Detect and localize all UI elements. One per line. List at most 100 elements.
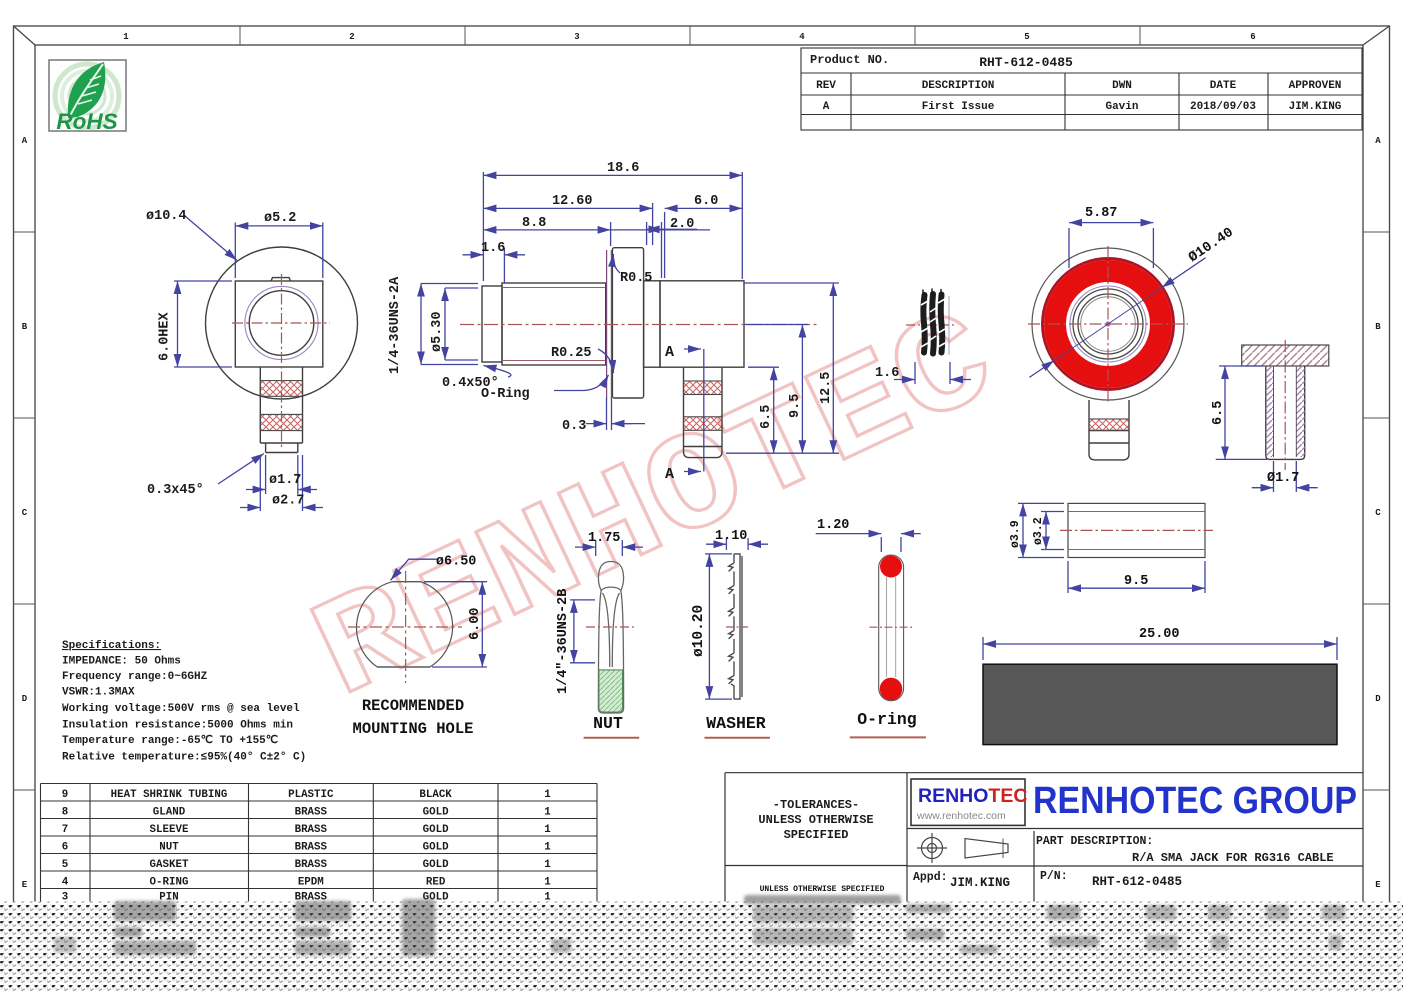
svg-text:Product NO.: Product NO. [810,53,889,67]
svg-text:1: 1 [544,859,551,871]
svg-text:1: 1 [544,877,551,889]
svg-text:6.0: 6.0 [694,194,718,209]
svg-text:JIM.KING: JIM.KING [1289,101,1342,113]
svg-text:5: 5 [62,859,68,871]
svg-text:Ø1.7: Ø1.7 [1267,471,1299,486]
svg-text:JIM.KING: JIM.KING [950,876,1010,890]
svg-text:0.4x50°: 0.4x50° [442,376,499,391]
svg-text:1: 1 [544,842,551,854]
svg-text:3: 3 [62,892,68,904]
svg-text:Frequency range:0~6GHZ: Frequency range:0~6GHZ [62,671,208,683]
svg-text:6: 6 [62,842,68,854]
svg-text:5: 5 [1024,32,1029,42]
svg-text:APPROVEN: APPROVEN [1289,80,1342,92]
svg-text:BRASS: BRASS [295,842,328,854]
svg-text:A: A [823,101,830,113]
svg-text:Working voltage:500V rms @ sea: Working voltage:500V rms @ sea level [62,703,300,715]
svg-text:1.6: 1.6 [875,366,899,381]
svg-text:EPDM: EPDM [298,877,324,889]
svg-text:ø1.7: ø1.7 [269,473,301,488]
svg-text:C: C [22,508,28,518]
svg-text:PART DESCRIPTION:: PART DESCRIPTION: [1036,835,1153,848]
svg-text:SPECIFIED: SPECIFIED [784,828,849,842]
svg-text:B: B [1375,322,1381,332]
svg-text:4: 4 [799,32,805,42]
svg-text:6.00: 6.00 [468,608,483,640]
svg-text:RED: RED [426,877,446,889]
svg-text:DATE: DATE [1210,80,1237,92]
svg-text:Gavin: Gavin [1105,101,1138,113]
svg-text:R0.25: R0.25 [551,346,592,361]
svg-text:8: 8 [62,807,68,819]
svg-text:12.5: 12.5 [819,372,834,404]
svg-text:Appd:: Appd: [913,871,948,884]
svg-text:1.10: 1.10 [715,529,747,544]
svg-text:3: 3 [574,32,579,42]
svg-text:E: E [1375,880,1381,890]
svg-text:C: C [1375,508,1381,518]
svg-text:RENHOTEC: RENHOTEC [918,785,1027,807]
svg-text:B: B [22,322,28,332]
svg-text:UNLESS OTHERWISE SPECIFIED: UNLESS OTHERWISE SPECIFIED [760,885,885,894]
svg-text:PIN: PIN [159,892,178,904]
svg-text:Ø10.40: Ø10.40 [1186,225,1237,266]
svg-text:6.5: 6.5 [759,405,774,429]
svg-text:Relative temperature:≤95%(40°: Relative temperature:≤95%(40° C±2° C) [62,752,306,764]
svg-text:E: E [22,880,28,890]
svg-text:1.6: 1.6 [481,241,505,256]
svg-text:NUT: NUT [159,842,179,854]
svg-text:BRASS: BRASS [295,892,328,904]
svg-text:Temperature range:-65℃ TO +155: Temperature range:-65℃ TO +155℃ [62,734,278,747]
svg-text:ø5.2: ø5.2 [264,211,296,226]
svg-text:ø3.2: ø3.2 [1032,517,1045,545]
svg-text:NUT: NUT [593,714,623,733]
svg-text:18.6: 18.6 [607,161,639,176]
svg-text:1: 1 [123,32,129,42]
svg-text:8.8: 8.8 [522,216,546,231]
svg-text:RHT-612-0485: RHT-612-0485 [979,55,1073,70]
svg-text:1: 1 [544,892,551,904]
svg-text:www.renhotec.com: www.renhotec.com [916,810,1006,822]
svg-text:A: A [22,136,28,146]
svg-text:25.00: 25.00 [1139,627,1180,642]
svg-text:1: 1 [544,824,551,836]
svg-text:R/A SMA JACK FOR RG316 CABLE: R/A SMA JACK FOR RG316 CABLE [1132,851,1334,865]
svg-text:IMPEDANCE: 50 Ohms: IMPEDANCE: 50 Ohms [62,656,181,668]
svg-text:D: D [22,694,28,704]
svg-text:ø6.50: ø6.50 [436,555,477,570]
svg-text:A: A [665,344,674,361]
svg-text:GASKET: GASKET [150,859,189,871]
svg-text:DWN: DWN [1112,80,1132,92]
svg-text:O-Ring: O-Ring [481,387,530,402]
svg-text:2: 2 [349,32,354,42]
svg-text:WASHER: WASHER [706,714,766,733]
svg-text:PLASTIC: PLASTIC [288,789,334,801]
svg-text:0.3x45°: 0.3x45° [147,483,204,498]
svg-text:9.5: 9.5 [1124,574,1148,589]
svg-text:12.60: 12.60 [552,194,593,209]
svg-text:ø2.7: ø2.7 [272,494,304,509]
svg-text:1: 1 [544,789,551,801]
svg-text:1/4-36UNS-2A: 1/4-36UNS-2A [388,276,403,374]
svg-text:RoHS: RoHS [56,109,117,134]
svg-text:1.75: 1.75 [588,531,620,546]
svg-text:-TOLERANCES-: -TOLERANCES- [773,798,859,812]
svg-text:1: 1 [544,807,551,819]
svg-text:0.3: 0.3 [562,419,586,434]
svg-text:1/4"-36UNS-2B: 1/4"-36UNS-2B [556,589,571,694]
svg-text:GOLD: GOLD [423,842,449,854]
svg-text:BRASS: BRASS [295,824,328,836]
svg-text:9.5: 9.5 [788,394,803,418]
svg-text:UNLESS OTHERWISE: UNLESS OTHERWISE [758,813,873,827]
svg-text:7: 7 [62,824,68,836]
svg-text:9: 9 [62,789,68,801]
svg-text:DESCRIPTION: DESCRIPTION [922,80,995,92]
svg-text:VSWR:1.3MAX: VSWR:1.3MAX [62,687,135,699]
svg-text:RENHOTEC GROUP: RENHOTEC GROUP [1033,780,1357,822]
svg-text:ø3.9: ø3.9 [1009,520,1022,548]
svg-text:MOUNTING HOLE: MOUNTING HOLE [353,720,474,738]
svg-text:RHT-612-0485: RHT-612-0485 [1092,875,1182,889]
svg-text:ø5.30: ø5.30 [430,311,445,352]
svg-text:4: 4 [62,877,69,889]
svg-text:D: D [1375,694,1381,704]
